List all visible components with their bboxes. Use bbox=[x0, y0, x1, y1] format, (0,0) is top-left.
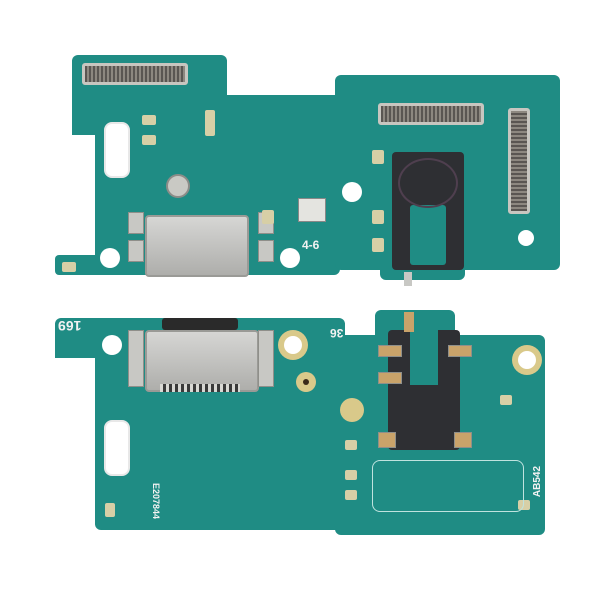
bottom-board-slot bbox=[104, 420, 130, 476]
jack-clip bbox=[448, 345, 472, 357]
smd-pad bbox=[142, 115, 156, 125]
usb-c-port-top bbox=[145, 215, 249, 277]
btb-connector-vertical bbox=[508, 108, 530, 214]
mount-hole bbox=[518, 351, 536, 369]
jack-circle bbox=[398, 158, 458, 208]
usb-c-clip bbox=[258, 330, 274, 387]
usb-c-port-bottom bbox=[145, 330, 259, 392]
jack-clip bbox=[378, 432, 396, 448]
microphone-component bbox=[298, 198, 326, 222]
mount-hole bbox=[100, 248, 120, 268]
silkscreen-label-e207844: E207844 bbox=[151, 482, 162, 520]
smd-pad bbox=[518, 500, 530, 510]
silkscreen-label-36: 36 bbox=[330, 326, 344, 340]
usb-c-pins bbox=[160, 384, 240, 392]
coax-connector-icon bbox=[166, 174, 190, 198]
smd-pad bbox=[372, 150, 384, 164]
btb-connector-top-left bbox=[82, 63, 188, 85]
silkscreen-label-169: 169 bbox=[58, 318, 82, 334]
top-board-slot bbox=[104, 122, 130, 178]
mount-hole bbox=[280, 248, 300, 268]
mount-hole bbox=[284, 336, 302, 354]
jack-clip bbox=[378, 345, 402, 357]
smd-pad bbox=[142, 135, 156, 145]
jack-pin bbox=[404, 312, 414, 332]
silkscreen-label: 4-6 bbox=[302, 238, 320, 252]
btb-connector-top-right bbox=[378, 103, 484, 125]
smd-pad bbox=[262, 210, 274, 224]
trace-outline bbox=[372, 460, 524, 512]
ground-pad-icon bbox=[340, 398, 364, 422]
usb-c-clip bbox=[258, 240, 274, 262]
jack-clip bbox=[378, 372, 402, 384]
smd-pad bbox=[345, 440, 357, 450]
smd-pad bbox=[345, 490, 357, 500]
jack-inner bbox=[410, 330, 438, 385]
smd-pad bbox=[500, 395, 512, 405]
jack-pin bbox=[404, 272, 412, 286]
microphone-port bbox=[303, 379, 309, 385]
jack-clip bbox=[454, 432, 472, 448]
mount-hole bbox=[342, 182, 362, 202]
usb-c-clip bbox=[128, 212, 144, 234]
usb-c-clip bbox=[128, 240, 144, 262]
smd-pad bbox=[372, 238, 384, 252]
usb-c-opening bbox=[162, 318, 238, 330]
mount-hole bbox=[102, 335, 122, 355]
mount-hole bbox=[518, 230, 534, 246]
usb-c-clip bbox=[128, 330, 144, 387]
jack-inner bbox=[410, 205, 446, 265]
smd-pad bbox=[205, 110, 215, 136]
silkscreen-label-ab542: AB542 bbox=[532, 465, 544, 498]
smd-pad bbox=[105, 503, 115, 517]
smd-pad bbox=[62, 262, 76, 272]
smd-pad bbox=[345, 470, 357, 480]
smd-pad bbox=[372, 210, 384, 224]
